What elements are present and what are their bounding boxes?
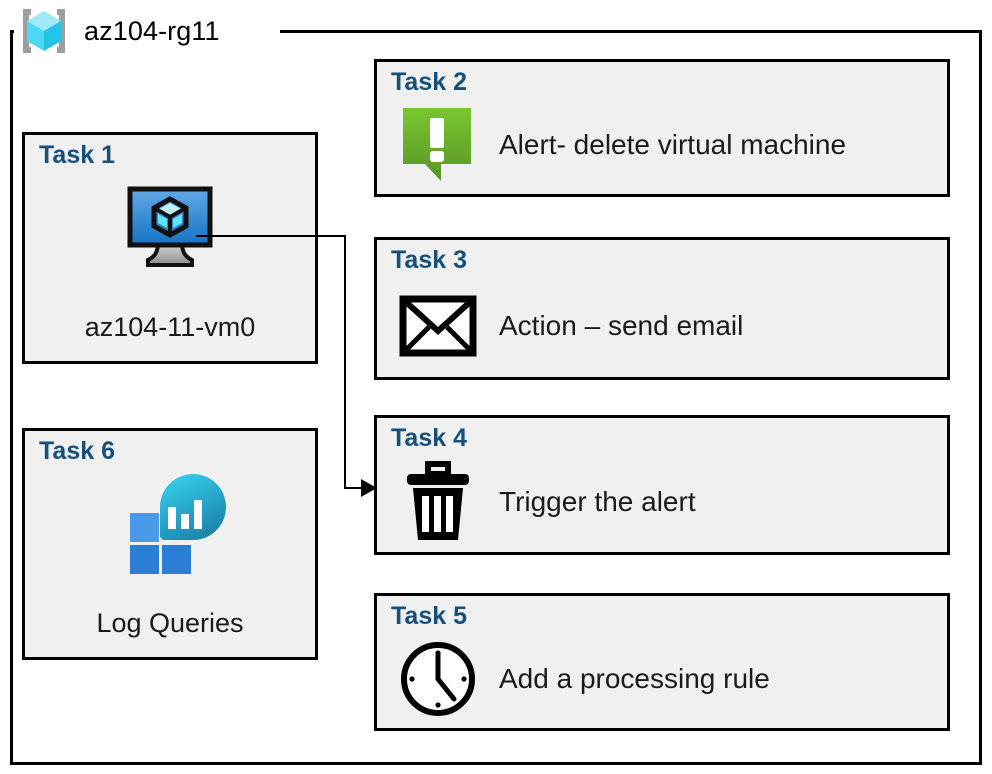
- task-title: Task 6: [39, 437, 115, 465]
- connector-segment-horizontal-to-task4: [344, 487, 376, 489]
- virtual-machine-icon: [25, 183, 315, 269]
- resource-group-frame-top-right-segment: [280, 30, 982, 33]
- task-label: az104-11-vm0: [84, 312, 256, 342]
- task-card-task-3[interactable]: Task 3 Action – send email: [374, 237, 950, 380]
- task-card-task-1[interactable]: Task 1: [22, 132, 318, 364]
- task-label: Log Queries: [96, 608, 244, 638]
- task-card-task-6[interactable]: Task 6 Log Queri: [22, 428, 318, 660]
- task-label: Add a processing rule: [499, 663, 770, 694]
- task-label: Alert- delete virtual machine: [499, 129, 847, 160]
- log-analytics-icon: [25, 474, 315, 574]
- task-label: Action – send email: [499, 309, 744, 341]
- resource-group-header: az104-rg11: [14, 4, 228, 58]
- task-card-task-2[interactable]: Task 2 Alert- delete virtual machine: [374, 59, 950, 197]
- task-title: Task 2: [391, 68, 467, 96]
- trash-can-icon: [399, 461, 477, 541]
- connector-arrowhead-icon: [361, 479, 377, 497]
- task-title: Task 1: [39, 141, 115, 169]
- task-content-row: Add a processing rule: [399, 636, 937, 722]
- task-title: Task 3: [391, 246, 467, 274]
- task-content-row: Action – send email: [399, 280, 937, 371]
- envelope-icon: [399, 287, 477, 365]
- clock-icon: [399, 640, 477, 718]
- alert-callout-icon: [399, 106, 477, 184]
- task-title: Task 4: [391, 424, 467, 452]
- task-title: Task 5: [391, 602, 467, 630]
- resource-group-cube-icon: [14, 5, 74, 57]
- resource-group-name: az104-rg11: [84, 15, 220, 46]
- task-content-row: Trigger the alert: [399, 458, 937, 546]
- resource-group-frame: [10, 30, 982, 765]
- connector-segment-vertical: [344, 235, 346, 488]
- task-content-row: Alert- delete virtual machine: [399, 102, 937, 188]
- task-label: Trigger the alert: [499, 486, 696, 517]
- task-card-task-5[interactable]: Task 5 Add a processing rule: [374, 593, 950, 731]
- connector-segment-horizontal-from-vm: [196, 235, 346, 237]
- task-card-task-4[interactable]: Task 4 Trigger the alert: [374, 415, 950, 555]
